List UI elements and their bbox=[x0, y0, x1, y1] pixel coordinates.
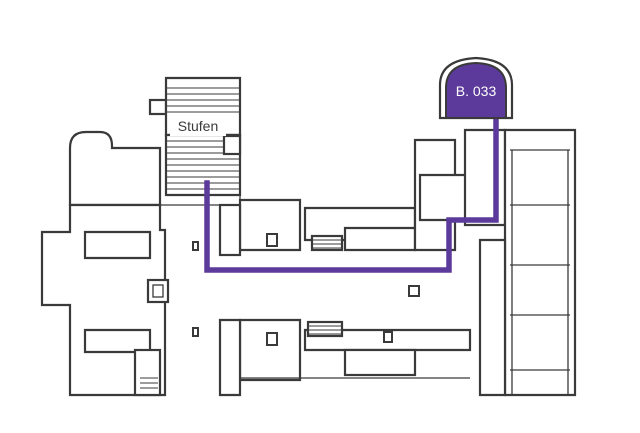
destination-room-label: B. 033 bbox=[456, 83, 497, 99]
corridor-pillars bbox=[192, 233, 420, 346]
stairs-hatching bbox=[140, 87, 344, 389]
route-path bbox=[204, 110, 499, 273]
stairs-label: Stufen bbox=[178, 118, 218, 134]
destination-room-b033[interactable] bbox=[445, 61, 507, 119]
stairs-label-bg bbox=[170, 116, 226, 136]
